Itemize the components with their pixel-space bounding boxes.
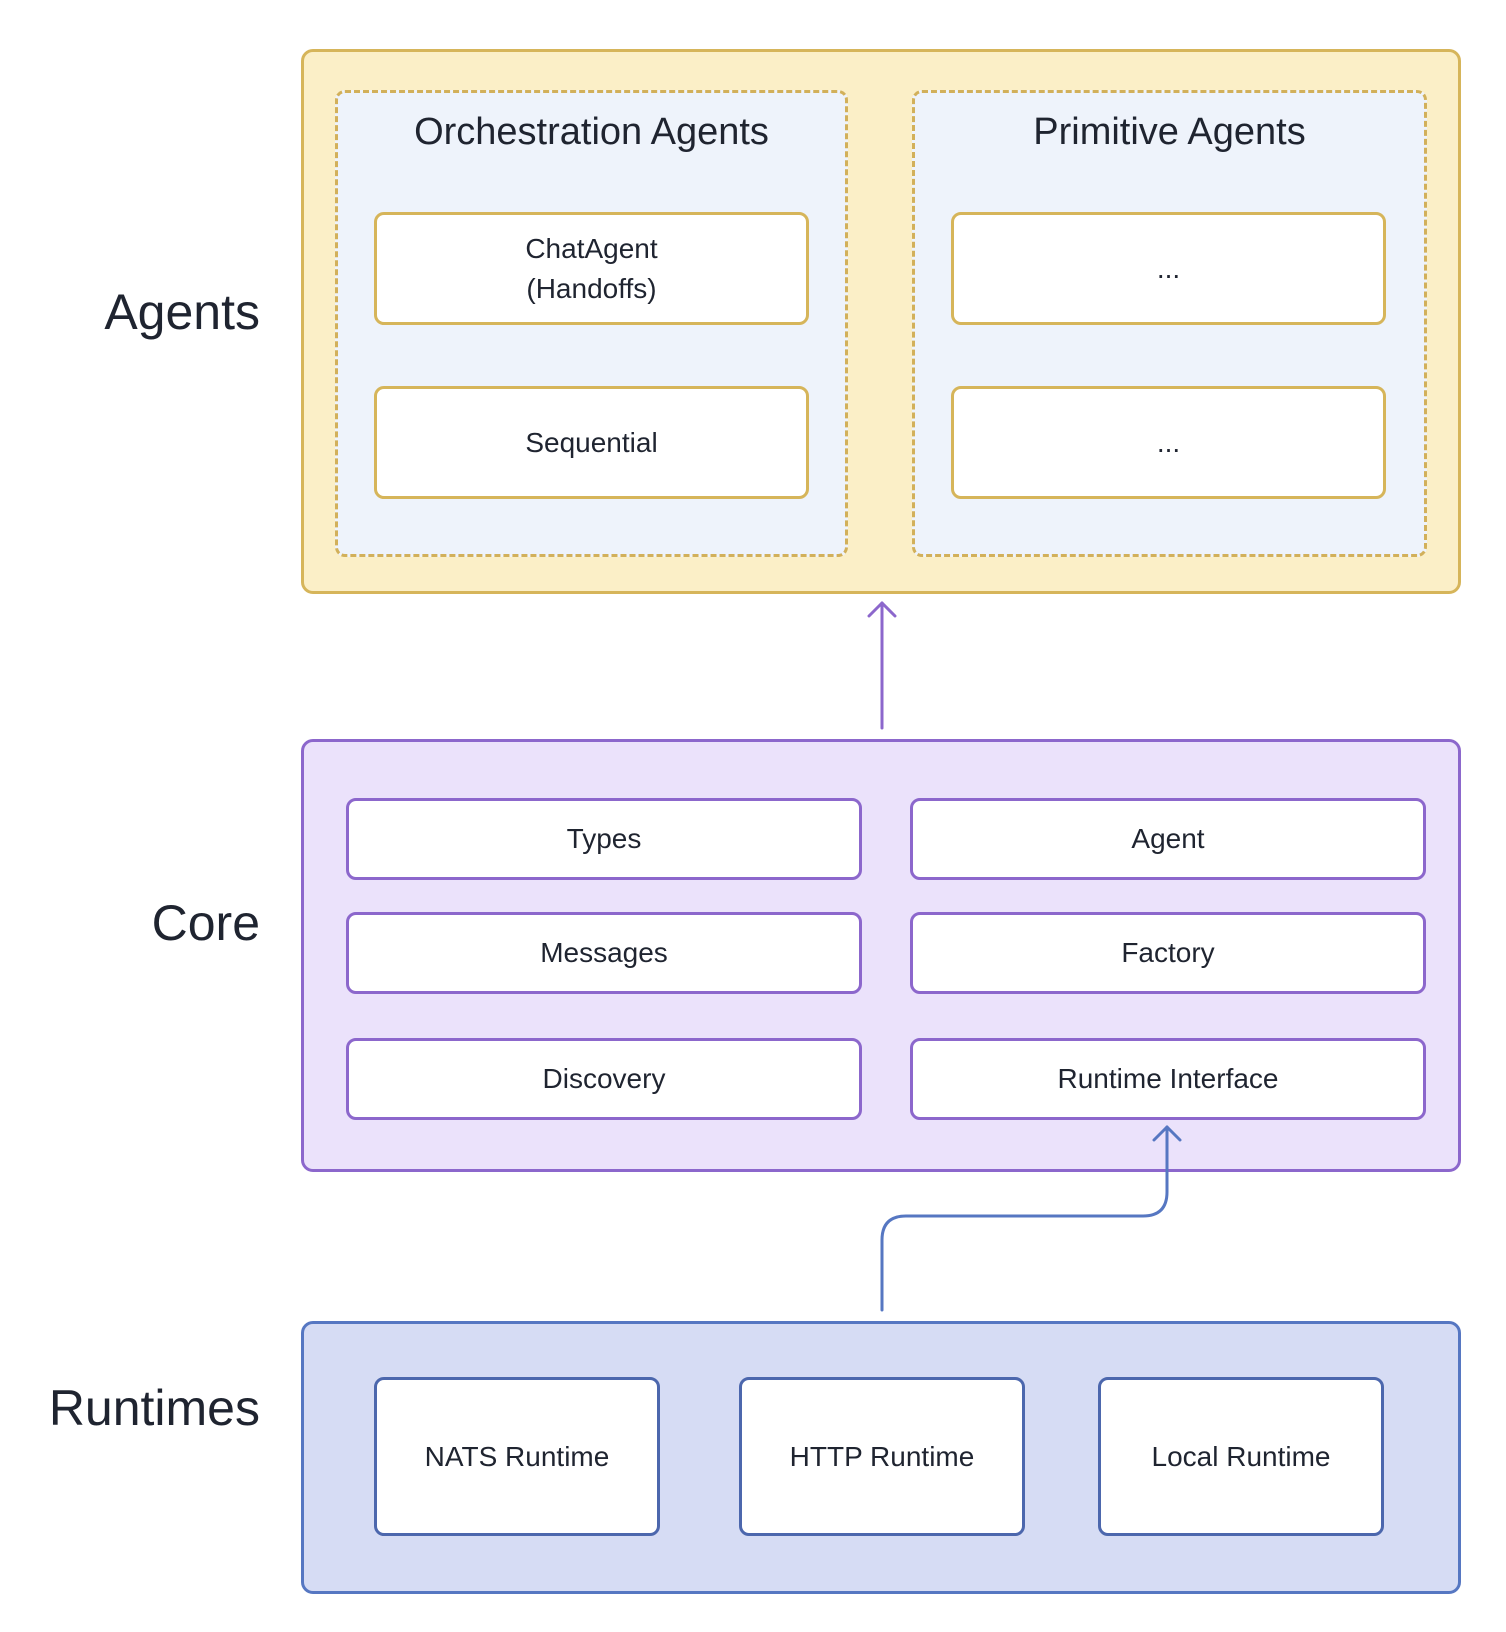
primitive-agent-box-2[interactable]: ... bbox=[951, 386, 1386, 499]
arrow-core-to-agents bbox=[867, 601, 897, 730]
nats-runtime-box[interactable]: NATS Runtime bbox=[374, 1377, 660, 1536]
chatagent-box[interactable]: ChatAgent (Handoffs) bbox=[374, 212, 809, 325]
layer-label-runtimes: Runtimes bbox=[48, 1380, 260, 1436]
http-runtime-box[interactable]: HTTP Runtime bbox=[739, 1377, 1025, 1536]
layer-label-core: Core bbox=[151, 895, 260, 951]
types-box[interactable]: Types bbox=[346, 798, 862, 880]
factory-box[interactable]: Factory bbox=[910, 912, 1426, 994]
sequential-box[interactable]: Sequential bbox=[374, 386, 809, 499]
primitive-agents-title: Primitive Agents bbox=[1033, 111, 1306, 153]
local-runtime-box[interactable]: Local Runtime bbox=[1098, 1377, 1384, 1536]
orchestration-agents-title: Orchestration Agents bbox=[414, 111, 769, 153]
messages-box[interactable]: Messages bbox=[346, 912, 862, 994]
runtime-interface-box[interactable]: Runtime Interface bbox=[910, 1038, 1426, 1120]
agent-box[interactable]: Agent bbox=[910, 798, 1426, 880]
arrow-runtimes-to-core bbox=[880, 1125, 1182, 1312]
discovery-box[interactable]: Discovery bbox=[346, 1038, 862, 1120]
layer-label-agents: Agents bbox=[104, 284, 260, 340]
primitive-agent-box-1[interactable]: ... bbox=[951, 212, 1386, 325]
